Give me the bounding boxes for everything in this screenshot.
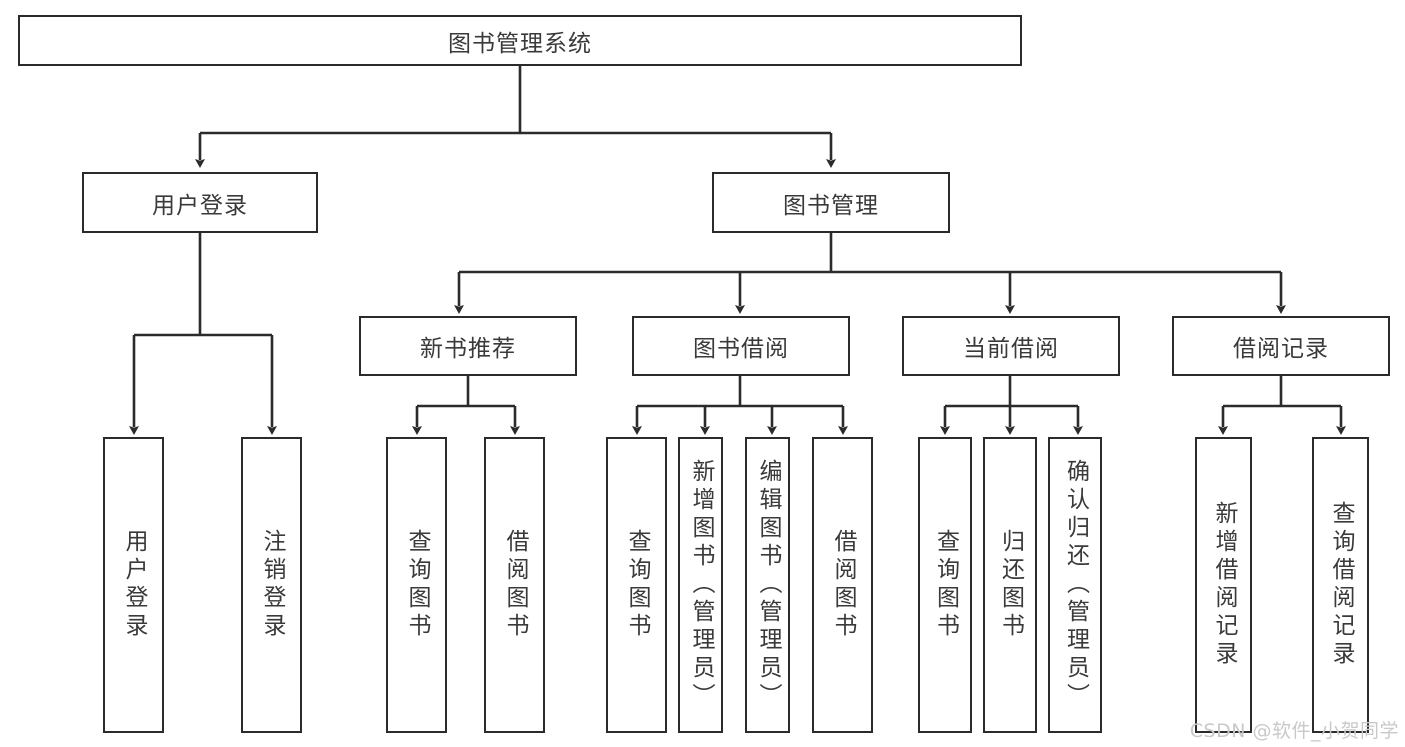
leaf-logout-login[interactable]: 注销登录 bbox=[241, 437, 302, 733]
node-label: 查询图书 bbox=[932, 529, 959, 641]
node-label: 图书管理 bbox=[783, 192, 879, 219]
leaf-borrow-book[interactable]: 借阅图书 bbox=[812, 437, 873, 733]
node-root-book-management-system[interactable]: 图书管理系统 bbox=[18, 15, 1022, 66]
node-label: 借阅图书 bbox=[502, 529, 528, 641]
leaf-query-borrow-record[interactable]: 查询借阅记录 bbox=[1312, 437, 1369, 733]
leaf-user-login[interactable]: 用户登录 bbox=[103, 437, 164, 733]
node-label: 借阅记录 bbox=[1233, 336, 1329, 362]
node-label: 归还图书 bbox=[997, 529, 1024, 641]
node-borrow-record[interactable]: 借阅记录 bbox=[1172, 316, 1390, 376]
node-label: 当前借阅 bbox=[963, 336, 1059, 362]
leaf-borrow-book-recommend[interactable]: 借阅图书 bbox=[484, 437, 545, 733]
leaf-query-book-current[interactable]: 查询图书 bbox=[918, 437, 972, 733]
node-label: 编辑图书（管理员） bbox=[755, 459, 781, 711]
leaf-query-book-recommend[interactable]: 查询图书 bbox=[386, 437, 447, 733]
node-label: 借阅图书 bbox=[830, 529, 856, 641]
node-label: 查询图书 bbox=[624, 529, 650, 641]
node-label: 用户登录 bbox=[121, 529, 147, 641]
leaf-edit-book-admin[interactable]: 编辑图书（管理员） bbox=[745, 437, 790, 733]
leaf-query-book-borrow[interactable]: 查询图书 bbox=[606, 437, 667, 733]
watermark-text: CSDN @软件_小贺同学 bbox=[1189, 720, 1399, 742]
node-label: 用户登录 bbox=[152, 192, 248, 219]
node-label: 新增图书（管理员） bbox=[688, 459, 714, 711]
leaf-add-book-admin[interactable]: 新增图书（管理员） bbox=[678, 437, 723, 733]
node-book-management[interactable]: 图书管理 bbox=[712, 172, 950, 233]
node-label: 注销登录 bbox=[259, 529, 285, 641]
node-book-borrow[interactable]: 图书借阅 bbox=[632, 316, 850, 376]
node-label: 图书管理系统 bbox=[448, 30, 592, 57]
node-label: 查询借阅记录 bbox=[1328, 501, 1354, 669]
node-label: 图书借阅 bbox=[693, 336, 789, 362]
node-label: 新增借阅记录 bbox=[1211, 501, 1237, 669]
node-label: 查询图书 bbox=[404, 529, 430, 641]
leaf-add-borrow-record[interactable]: 新增借阅记录 bbox=[1195, 437, 1252, 733]
node-current-borrow[interactable]: 当前借阅 bbox=[902, 316, 1120, 376]
leaf-return-book[interactable]: 归还图书 bbox=[983, 437, 1037, 733]
leaf-confirm-return-admin[interactable]: 确认归还（管理员） bbox=[1048, 437, 1102, 733]
node-new-book-recommend[interactable]: 新书推荐 bbox=[359, 316, 577, 376]
node-label: 确认归还（管理员） bbox=[1062, 459, 1089, 711]
node-user-login[interactable]: 用户登录 bbox=[82, 172, 318, 233]
node-label: 新书推荐 bbox=[420, 336, 516, 362]
